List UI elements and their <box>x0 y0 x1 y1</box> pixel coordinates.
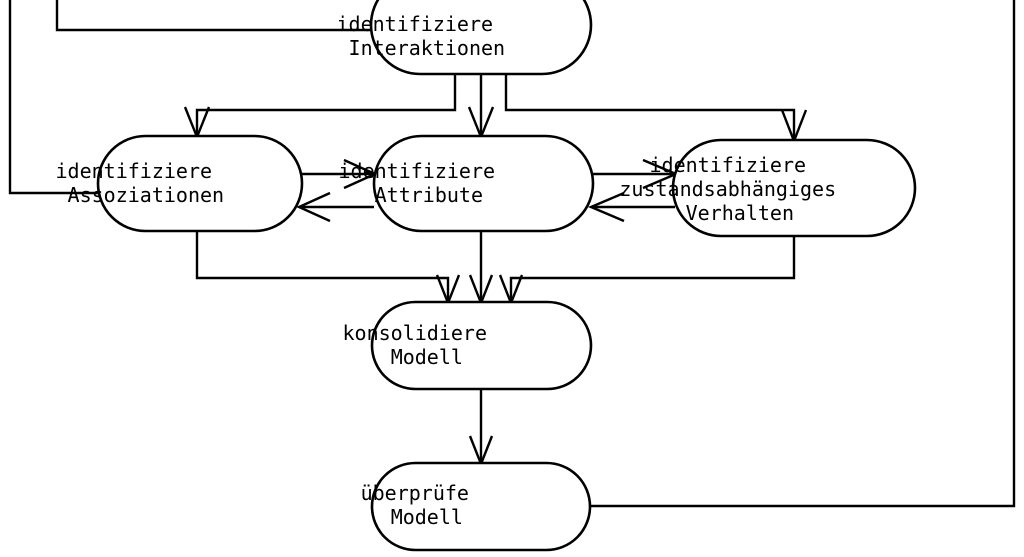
node-label-line-2: Interaktionen <box>349 36 506 60</box>
node-identifiziere-attribute-shape[interactable] <box>372 134 595 233</box>
node-ueberpruefe-modell-label: überprüfe Modell <box>361 481 602 529</box>
edge-interaktionen-to-verhalten <box>504 74 796 140</box>
node-label-line-2: zustandsabhängiges <box>619 177 836 201</box>
node-label-line-1: überprüfe <box>361 481 469 505</box>
edge-interaktionen-feedback-left-outer <box>8 0 99 195</box>
node-label-line-2: Modell <box>391 505 463 529</box>
node-label-line-1: identifiziere <box>339 159 496 183</box>
node-identifiziere-assoziationen-label: identifiziere Assoziationen <box>56 159 345 207</box>
node-label-line-2: Modell <box>391 345 463 369</box>
node-konsolidiere-modell-shape[interactable] <box>370 300 593 391</box>
node-identifiziere-assoziationen[interactable]: identifiziere Assoziationen <box>56 134 345 233</box>
edge-ueberpruefe-feedback-right <box>589 0 1016 508</box>
node-identifiziere-attribute-label: identifiziere Attribute <box>339 159 628 207</box>
edge-assoziationen-to-konsolidiere <box>195 230 450 302</box>
node-identifiziere-zustandsabhaengiges-verhalten-label: identifiziere zustandsabhängiges Verhalt… <box>619 153 968 225</box>
node-label-line-1: identifiziere <box>337 12 494 36</box>
node-label-line-2: Assoziationen <box>68 183 225 207</box>
arrowhead-verhalten-to-attribute <box>587 191 625 223</box>
node-identifiziere-zustandsabhaengiges-verhalten[interactable]: identifiziere zustandsabhängiges Verhalt… <box>619 138 968 238</box>
node-label-line-1: identifiziere <box>56 159 213 183</box>
node-label-line-1: identifiziere <box>650 153 807 177</box>
node-identifiziere-attribute[interactable]: identifiziere Attribute <box>339 134 628 233</box>
edge-interaktionen-feedback-left-top <box>55 0 371 32</box>
node-konsolidiere-modell-label: konsolidiere Modell <box>343 321 620 369</box>
node-identifiziere-assoziationen-shape[interactable] <box>96 134 304 233</box>
arrowhead-attribute-to-assoziationen <box>296 191 331 223</box>
node-identifiziere-interaktionen-shape[interactable] <box>369 0 593 76</box>
node-label-line-3: Verhalten <box>686 201 794 225</box>
nodes-layer: identifiziere Interaktionen identifizier… <box>56 0 968 552</box>
node-identifiziere-interaktionen-label: identifiziere Interaktionen <box>337 12 626 60</box>
edge-verhalten-to-konsolidiere <box>509 235 796 302</box>
node-label-line-1: konsolidiere <box>343 321 488 345</box>
node-identifiziere-zustandsabhaengiges-verhalten-shape[interactable] <box>671 138 917 238</box>
node-ueberpruefe-modell[interactable]: überprüfe Modell <box>361 461 602 552</box>
node-identifiziere-interaktionen[interactable]: identifiziere Interaktionen <box>337 0 626 76</box>
node-konsolidiere-modell[interactable]: konsolidiere Modell <box>343 300 620 391</box>
edge-interaktionen-to-assoziationen <box>195 74 457 136</box>
node-label-line-2: Attribute <box>375 183 483 207</box>
edges-layer <box>8 0 1016 508</box>
node-ueberpruefe-modell-shape[interactable] <box>370 461 592 552</box>
